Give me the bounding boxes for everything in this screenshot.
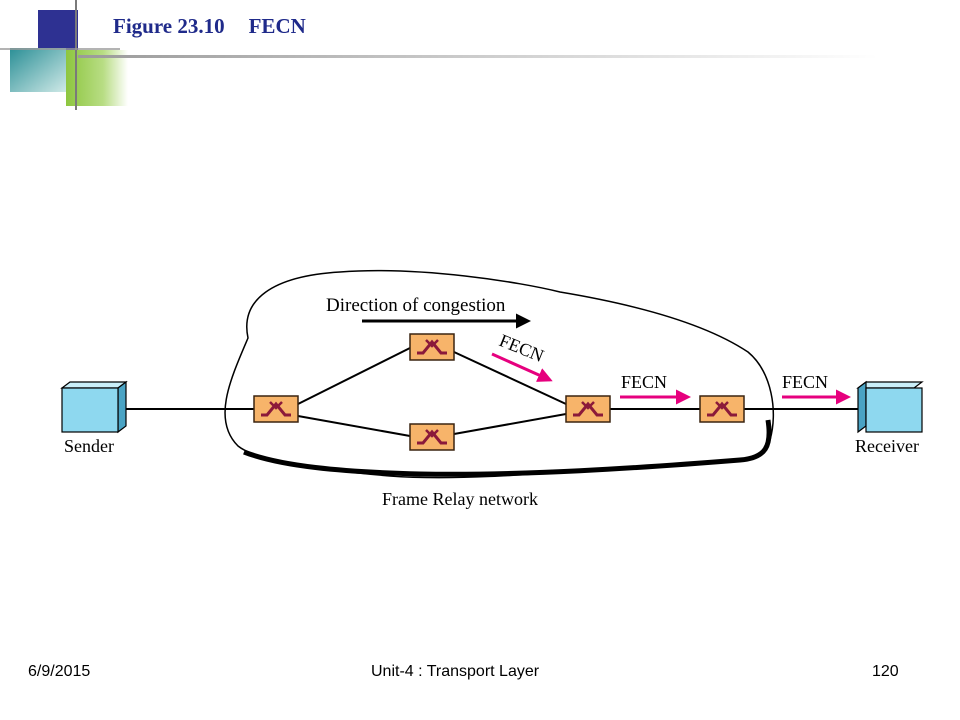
figure-number: Figure 23.10 bbox=[113, 14, 225, 38]
switch-4 bbox=[564, 394, 612, 424]
fecn-label-2: FECN bbox=[621, 372, 667, 392]
switch-5 bbox=[698, 394, 746, 424]
switch-1 bbox=[252, 394, 300, 424]
switch-3 bbox=[408, 422, 456, 452]
header-horizontal-rule bbox=[78, 55, 878, 58]
footer-date: 6/9/2015 bbox=[28, 663, 91, 680]
fecn-arrow-1 bbox=[491, 352, 553, 382]
sender-computer-icon bbox=[60, 380, 128, 434]
footer-page-number: 120 bbox=[872, 663, 899, 680]
footer-center-text: Unit-4 : Transport Layer bbox=[371, 663, 540, 680]
receiver-label: Receiver bbox=[855, 436, 919, 456]
figure-title: FECN bbox=[248, 14, 306, 38]
link-bottom-s4 bbox=[453, 413, 567, 435]
sender-label: Sender bbox=[64, 436, 114, 456]
blue-square bbox=[38, 10, 78, 50]
frame-relay-network-label: Frame Relay network bbox=[382, 489, 538, 509]
frame-relay-cloud bbox=[224, 269, 775, 479]
fecn-label-3: FECN bbox=[782, 372, 828, 392]
receiver-computer-icon bbox=[856, 380, 924, 434]
switch-2 bbox=[408, 332, 456, 362]
header-decoration bbox=[0, 0, 878, 110]
link-top-s4 bbox=[453, 351, 567, 405]
link-s1-bottom bbox=[297, 415, 411, 437]
direction-of-congestion-label: Direction of congestion bbox=[326, 295, 506, 316]
cloud-shadow-edge bbox=[243, 419, 772, 477]
teal-square bbox=[10, 48, 66, 92]
network-links bbox=[125, 347, 866, 437]
slide-title: Figure 23.10 FECN bbox=[113, 14, 306, 39]
link-s1-top bbox=[297, 347, 411, 405]
